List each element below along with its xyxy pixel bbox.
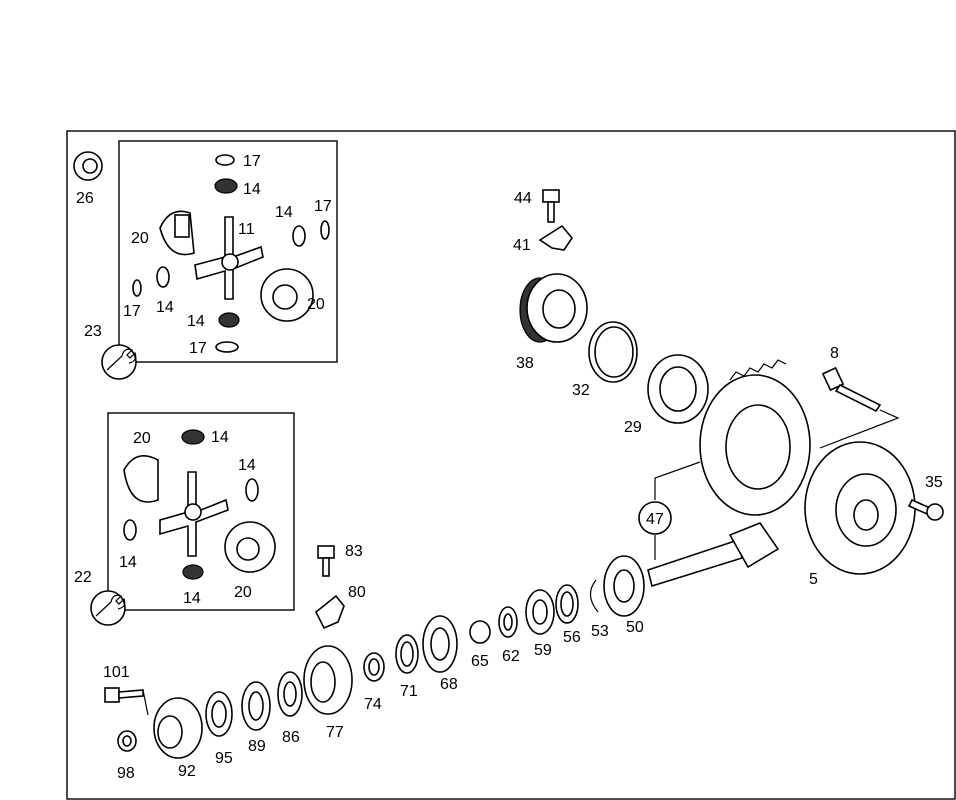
label-62: 62 <box>502 648 520 665</box>
label-47: 47 <box>646 511 664 528</box>
label-71: 71 <box>400 683 418 700</box>
label-14: 14 <box>238 457 256 474</box>
label-22: 22 <box>74 569 92 586</box>
label-20: 20 <box>234 584 252 601</box>
label-59: 59 <box>534 642 552 659</box>
label-17: 17 <box>123 303 141 320</box>
pinion-shaft[interactable] <box>647 522 780 588</box>
label-98: 98 <box>117 765 135 782</box>
diagram-frame <box>66 130 956 800</box>
label-14: 14 <box>211 429 229 446</box>
label-17: 17 <box>243 153 261 170</box>
label-80: 80 <box>348 584 366 601</box>
label-14: 14 <box>187 313 205 330</box>
part-89-ring[interactable] <box>241 681 271 731</box>
part-83-bolt[interactable] <box>317 545 335 577</box>
inset-box-upper <box>118 140 338 363</box>
label-92: 92 <box>178 763 196 780</box>
label-20: 20 <box>133 430 151 447</box>
wrench-icon <box>90 590 126 626</box>
part-44-bolt[interactable] <box>542 189 560 223</box>
part-26-seal[interactable] <box>73 151 103 181</box>
lower-differential-parts <box>123 429 276 580</box>
part-53-clip[interactable] <box>589 579 599 613</box>
upper-differential-parts <box>132 154 330 353</box>
part-41-bracket[interactable] <box>538 224 573 251</box>
part-92-flange[interactable] <box>153 697 203 759</box>
label-65: 65 <box>471 653 489 670</box>
label-23: 23 <box>84 323 102 340</box>
label-101: 101 <box>103 664 130 681</box>
part-8-bolt[interactable] <box>821 366 882 413</box>
part-47-ring-gear[interactable] <box>699 359 811 516</box>
label-41: 41 <box>513 237 531 254</box>
label-35: 35 <box>925 474 943 491</box>
part-101-bolt[interactable] <box>104 687 144 703</box>
part-38-bearing[interactable] <box>519 273 588 343</box>
label-14: 14 <box>183 590 201 607</box>
callout-line <box>819 409 900 449</box>
part-65-nut[interactable] <box>469 620 491 644</box>
part-68-bearing[interactable] <box>422 615 458 673</box>
label-14: 14 <box>243 181 261 198</box>
label-56: 56 <box>563 629 581 646</box>
callout-47-circle <box>638 501 672 535</box>
label-77: 77 <box>326 724 344 741</box>
label-20: 20 <box>307 296 325 313</box>
label-53: 53 <box>591 623 609 640</box>
part-80-bracket[interactable] <box>314 594 345 630</box>
label-89: 89 <box>248 738 266 755</box>
part-56-ring[interactable] <box>555 584 579 624</box>
label-29: 29 <box>624 419 642 436</box>
label-5: 5 <box>809 571 818 588</box>
part-95-ring[interactable] <box>205 691 233 737</box>
callout-line <box>654 461 701 500</box>
label-11: 11 <box>238 221 255 238</box>
inset-box-lower <box>107 412 295 611</box>
label-32: 32 <box>572 382 590 399</box>
callout-line <box>142 689 149 716</box>
part-labels: 26 23 22 17 14 14 17 11 20 20 17 14 14 1… <box>74 153 943 782</box>
part-71-ring[interactable] <box>395 634 419 674</box>
part-32-ring[interactable] <box>588 321 638 383</box>
part-74-washer[interactable] <box>363 652 385 682</box>
part-86-ring[interactable] <box>277 671 303 717</box>
part-77-gear[interactable] <box>303 645 353 715</box>
label-26: 26 <box>76 190 94 207</box>
label-14: 14 <box>119 554 137 571</box>
label-86: 86 <box>282 729 300 746</box>
label-83: 83 <box>345 543 363 560</box>
label-8: 8 <box>830 345 839 362</box>
part-29-bearing[interactable] <box>647 354 709 424</box>
label-17: 17 <box>314 198 332 215</box>
label-17: 17 <box>189 340 207 357</box>
part-50-bearing[interactable] <box>603 555 645 617</box>
part-35-bolt[interactable] <box>907 498 944 521</box>
wrench-icon <box>101 344 137 380</box>
label-20: 20 <box>131 230 149 247</box>
label-14: 14 <box>156 299 174 316</box>
part-59-bearing[interactable] <box>525 589 555 635</box>
label-74: 74 <box>364 696 382 713</box>
label-50: 50 <box>626 619 644 636</box>
part-98-nut[interactable] <box>117 730 137 752</box>
part-5-flange[interactable] <box>804 441 916 575</box>
label-38: 38 <box>516 355 534 372</box>
label-68: 68 <box>440 676 458 693</box>
label-95: 95 <box>215 750 233 767</box>
label-14: 14 <box>275 204 293 221</box>
label-44: 44 <box>514 190 532 207</box>
part-62-washer[interactable] <box>498 606 518 638</box>
